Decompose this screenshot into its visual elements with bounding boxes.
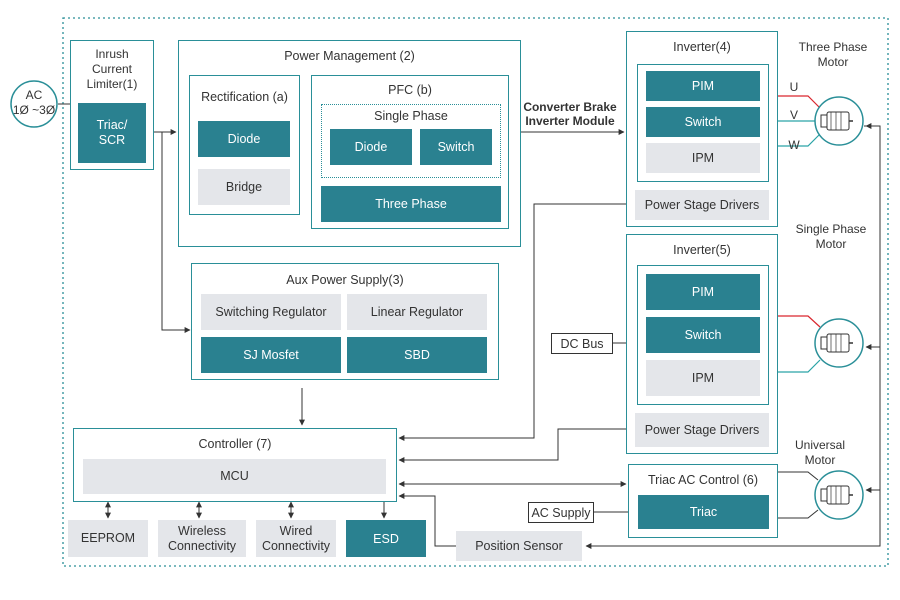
- inverter4-inner-group: PIM Switch IPM: [637, 64, 769, 182]
- dc-bus-box: DC Bus: [551, 333, 613, 354]
- universal-motor-icon: [814, 470, 864, 520]
- inverter5-pim: PIM: [646, 274, 760, 310]
- sj-mosfet: SJ Mosfet: [201, 337, 341, 373]
- pfc-switch: Switch: [420, 129, 492, 165]
- single-phase-group: Single Phase Diode Switch: [321, 104, 501, 178]
- phase-w-label: W: [788, 138, 800, 152]
- single-phase-motor-label: Single Phase Motor: [795, 222, 867, 251]
- single-phase-title: Single Phase: [374, 109, 448, 123]
- esd-block: ESD: [346, 520, 426, 557]
- triac-ac-control-box: Triac AC Control (6) Triac: [628, 464, 778, 538]
- phase-w-wire: [769, 133, 821, 147]
- three-phase-motor-icon: [814, 96, 864, 146]
- universal-wire-2: [769, 509, 819, 519]
- wireless-connectivity-block: Wireless Connectivity: [158, 520, 246, 557]
- position-sensor-block: Position Sensor: [456, 531, 582, 561]
- inverter4-box: Inverter(4) PIM Switch IPM Power Stage D…: [626, 31, 778, 227]
- single-phase-motor-icon: [814, 318, 864, 368]
- triac-scr-block: Triac/ SCR: [78, 103, 146, 163]
- pfc-box: PFC (b) Single Phase Diode Switch Three …: [311, 75, 509, 229]
- universal-motor-label: Universal Motor: [794, 438, 845, 467]
- phase-u-wire: [769, 95, 821, 109]
- rectification-title: Rectification (a): [201, 90, 288, 104]
- ac-input-label: AC 1Ø ~3Ø: [11, 88, 57, 118]
- aux-power-supply-title: Aux Power Supply(3): [286, 273, 404, 287]
- pfc-diode: Diode: [330, 129, 412, 165]
- outer-boundary: [62, 17, 889, 567]
- converter-brake-label: Converter Brake Inverter Module: [523, 100, 617, 128]
- rectification-bridge: Bridge: [198, 169, 290, 205]
- universal-wire-1: [769, 471, 819, 481]
- eeprom-block: EEPROM: [68, 520, 148, 557]
- controller-box: Controller (7) MCU: [73, 428, 397, 502]
- three-phase-motor-label: Three Phase Motor: [798, 40, 868, 69]
- triac-ac-control-title: Triac AC Control (6): [648, 473, 758, 487]
- sensor-to-controller-arrow: [398, 493, 456, 547]
- inverter5-title: Inverter(5): [673, 243, 731, 257]
- ac-source-circle: [10, 80, 58, 128]
- single-phase-wire-1: [769, 315, 821, 328]
- controller-inverter5-link: [398, 426, 635, 463]
- sbd: SBD: [347, 337, 487, 373]
- phase-v-label: V: [789, 108, 798, 122]
- inrush-limiter-box: Inrush Current Limiter(1) Triac/ SCR: [70, 40, 154, 170]
- switching-regulator: Switching Regulator: [201, 294, 341, 330]
- mcu-block: MCU: [83, 459, 386, 494]
- ac-label-line1: AC: [25, 88, 43, 102]
- inverter4-ipm: IPM: [646, 143, 760, 173]
- controller-title: Controller (7): [198, 437, 272, 451]
- inverter4-pim: PIM: [646, 71, 760, 101]
- inverter5-box: Inverter(5) PIM Switch IPM Power Stage D…: [626, 234, 778, 454]
- ac-label-line2: 1Ø ~3Ø: [12, 103, 56, 117]
- inrush-to-aux-arrow: [161, 132, 191, 333]
- linear-regulator: Linear Regulator: [347, 294, 487, 330]
- inverter4-title: Inverter(4): [673, 40, 731, 54]
- triac-block: Triac: [638, 495, 769, 529]
- inverter5-power-stage-drivers: Power Stage Drivers: [635, 413, 769, 447]
- inverter4-power-stage-drivers: Power Stage Drivers: [635, 190, 769, 220]
- inverter4-switch: Switch: [646, 107, 760, 137]
- inverter5-inner-group: PIM Switch IPM: [637, 265, 769, 405]
- inverter5-ipm: IPM: [646, 360, 760, 396]
- pfc-three-phase: Three Phase: [321, 186, 501, 222]
- phase-u-label: U: [789, 80, 799, 94]
- rectification-box: Rectification (a) Diode Bridge: [189, 75, 300, 215]
- wired-connectivity-block: Wired Connectivity: [256, 520, 336, 557]
- power-management-box: Power Management (2) Rectification (a) D…: [178, 40, 521, 247]
- inrush-limiter-title: Inrush Current Limiter(1): [86, 47, 138, 91]
- aux-power-supply-box: Aux Power Supply(3) Switching Regulator …: [191, 263, 499, 380]
- ac-supply-box: AC Supply: [528, 502, 594, 523]
- pfc-title: PFC (b): [388, 83, 432, 97]
- inverter5-switch: Switch: [646, 317, 760, 353]
- power-management-title: Power Management (2): [284, 49, 415, 63]
- rectification-diode: Diode: [198, 121, 290, 157]
- single-phase-wire-2: [769, 359, 821, 373]
